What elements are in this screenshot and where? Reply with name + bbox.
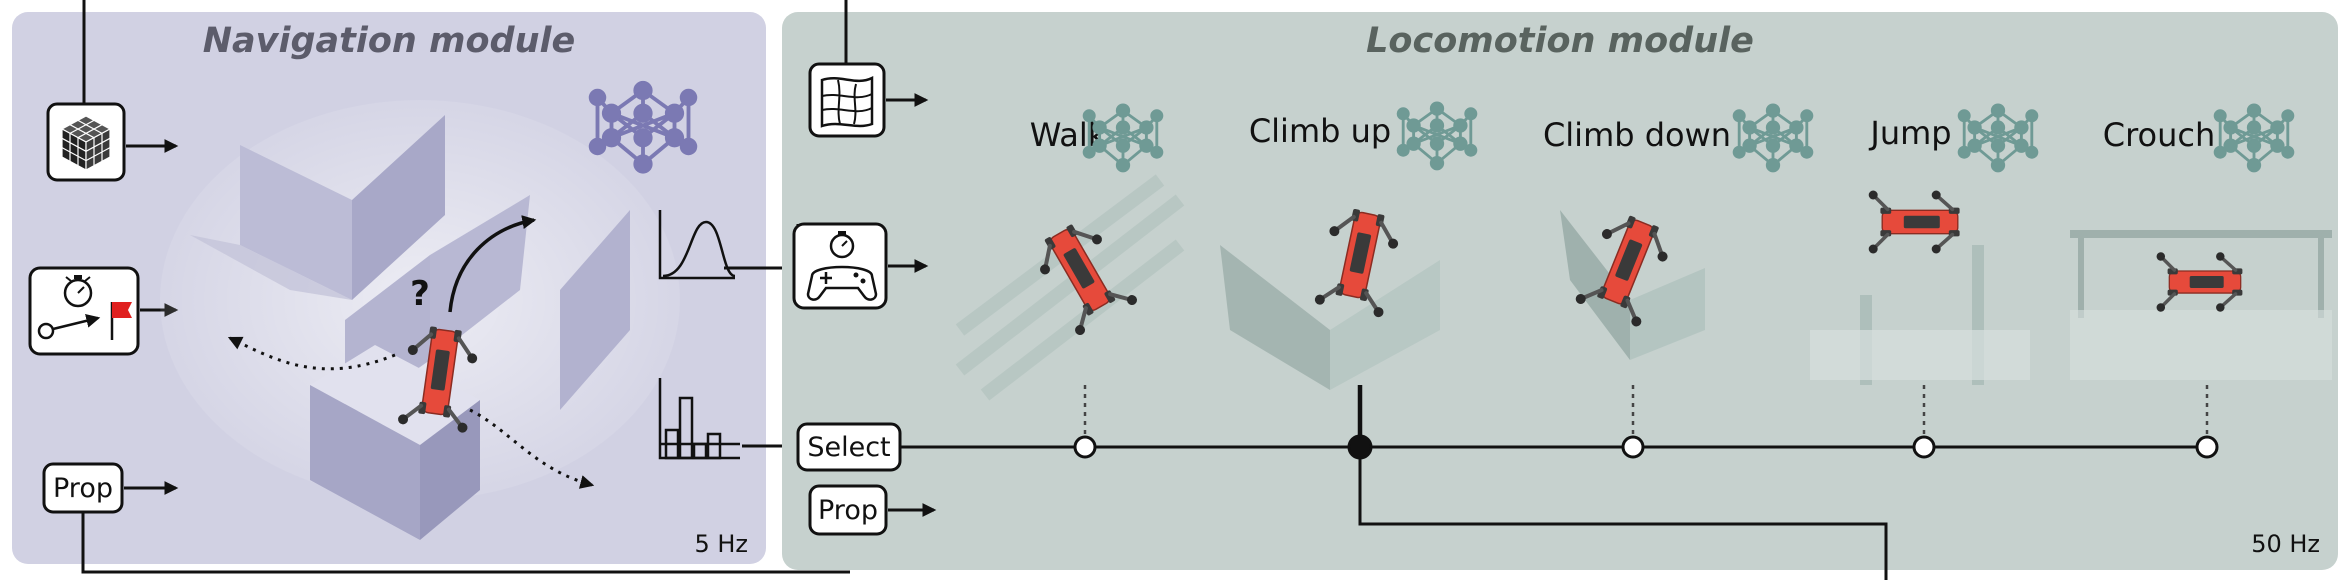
jump-scene-render <box>1810 245 2030 385</box>
locomotion-module-title: Locomotion module <box>1366 21 1754 61</box>
alternative-path-left <box>227 336 396 371</box>
histogram-icon <box>658 378 740 460</box>
crouch-selector-node <box>2195 435 2219 459</box>
skill-label-climb-up: Climb up <box>1249 112 1391 150</box>
select-label: Select <box>807 432 890 463</box>
timer-goal-flag-icon <box>28 266 140 356</box>
skill-walk: Walk <box>955 102 1185 459</box>
planned-path-arrow <box>448 215 537 313</box>
selected-skill-output-line <box>1358 447 1888 580</box>
loco-prop-box <box>808 484 888 536</box>
robot-decision-mark: ? <box>410 274 430 314</box>
skill-crouch: Crouch <box>2070 102 2332 459</box>
climb-up-scene-render <box>1220 245 1440 390</box>
walk-selector-node <box>1073 435 1097 459</box>
skill-jump: Jump <box>1810 102 2040 459</box>
climb-down-selector-node <box>1621 435 1645 459</box>
voxel-grid-icon <box>46 102 126 182</box>
skill-label-jump: Jump <box>1868 114 1951 152</box>
nav-prop-label: Prop <box>53 473 113 504</box>
crouch-scene-render <box>2070 230 2332 380</box>
climb-up-selector-node-active <box>1347 434 1373 460</box>
locomotion-rate-label: 50 Hz <box>2251 530 2320 558</box>
gaussian-distribution-icon <box>658 210 736 280</box>
navigation-scene-render <box>160 100 680 540</box>
climb-down-scene-render <box>1560 210 1705 360</box>
nav-prop-feed-line <box>81 512 850 574</box>
navigation-module-title: Navigation module <box>203 21 576 61</box>
navigation-rate-label: 5 Hz <box>694 530 748 558</box>
skill-climb-down: Climb down <box>1543 102 1815 459</box>
skill-climb-up: Climb up <box>1220 100 1479 460</box>
timer-gamepad-icon <box>792 222 888 310</box>
loco-prop-label: Prop <box>818 495 878 526</box>
height-map-icon <box>808 62 886 138</box>
skill-label-climb-down: Climb down <box>1543 116 1731 154</box>
locomotion-module-panel <box>782 12 2338 570</box>
jump-selector-node <box>1912 435 1936 459</box>
skill-label-crouch: Crouch <box>2103 116 2216 154</box>
